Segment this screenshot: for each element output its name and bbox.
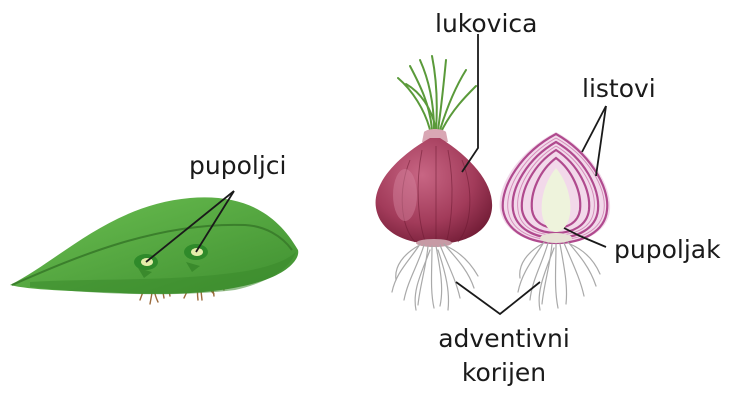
roots-label-line2: korijen	[434, 356, 574, 390]
cut-onion	[500, 132, 611, 310]
onion-sprout	[398, 56, 476, 130]
roots-leader-line	[456, 282, 540, 314]
roots-label-line1: adventivni	[434, 322, 574, 356]
leaf-with-buds	[10, 197, 298, 304]
bulb-leader-line	[462, 34, 478, 172]
whole-onion	[376, 56, 493, 310]
adventitious-roots-label: adventivni korijen	[434, 322, 574, 390]
bulb-label: lukovica	[435, 11, 537, 36]
buds-label: pupoljci	[189, 153, 286, 178]
bud-label: pupoljak	[614, 237, 721, 262]
onion-roots-left	[392, 244, 478, 310]
leaves-label: listovi	[582, 76, 656, 101]
onion-roots-right	[518, 242, 600, 310]
